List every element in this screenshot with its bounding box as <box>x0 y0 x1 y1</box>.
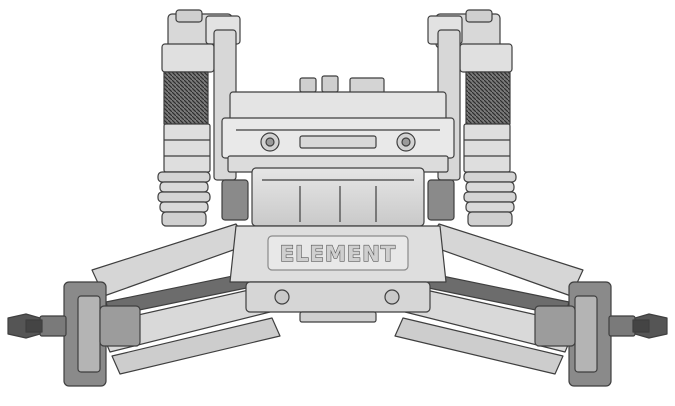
right-suspension-links <box>394 223 584 375</box>
left-knuckle-hub <box>7 281 141 387</box>
upper-chassis-mount <box>221 75 455 173</box>
left-bump-stop <box>221 179 249 221</box>
right-knuckle-hub <box>534 281 668 387</box>
logo-text: ELEMENT <box>280 242 396 266</box>
right-bump-stop <box>427 179 455 221</box>
right-spring-coil <box>465 71 511 125</box>
element-logo <box>267 235 409 271</box>
left-spring-coil <box>163 71 209 125</box>
